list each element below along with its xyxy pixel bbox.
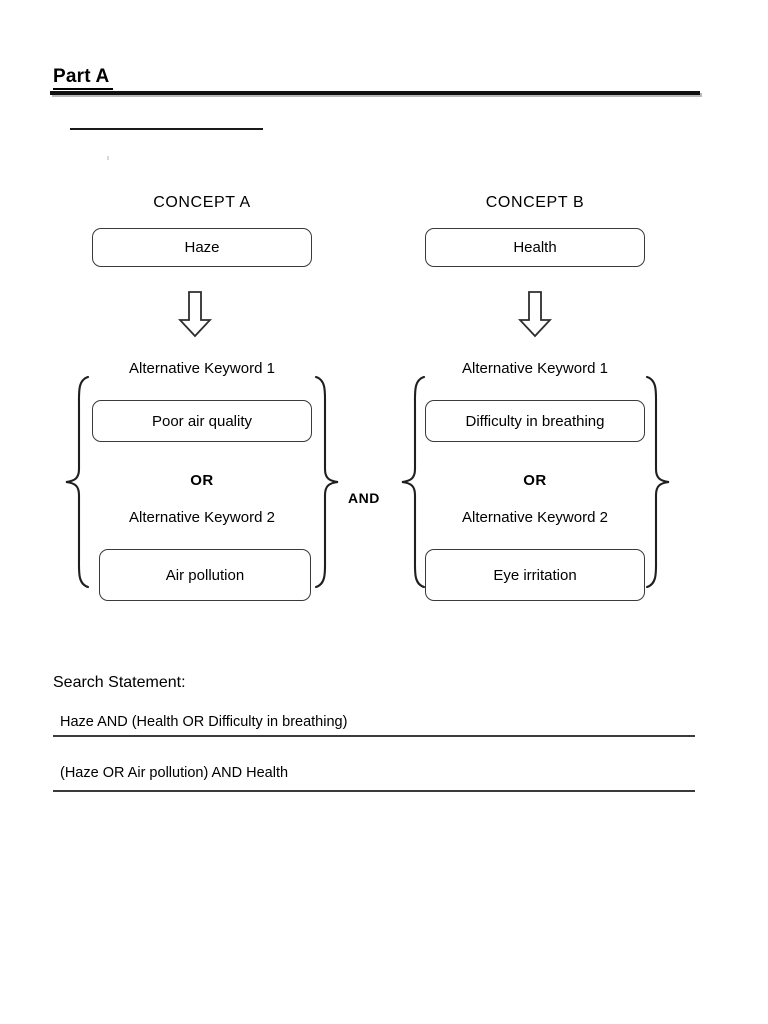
concept-a-heading: CONCEPT A (153, 194, 251, 211)
concept-a-alt-label-2: Alternative Keyword 2 (129, 509, 275, 526)
search-statement-rule-2 (53, 790, 695, 792)
search-statement-line-2: (Haze OR Air pollution) AND Health (60, 765, 289, 781)
concept-b-or-operator: OR (523, 472, 547, 489)
brace-right-concept-b (645, 375, 670, 589)
brace-right-concept-a (314, 375, 339, 589)
subtitle-blank-line (70, 128, 263, 130)
concept-a-alt-term-2-box: Air pollution (99, 549, 311, 601)
search-statement-label: Search Statement: (53, 674, 186, 691)
brace-left-concept-a (65, 375, 90, 589)
concept-a-alt-term-1-box: Poor air quality (92, 400, 312, 442)
brace-left-concept-b (401, 375, 426, 589)
header-horizontal-rule (50, 91, 700, 95)
concept-b-alt-label-1: Alternative Keyword 1 (462, 360, 608, 377)
concept-a-main-term-box: Haze (92, 228, 312, 267)
stray-mark (107, 156, 109, 160)
concept-b-alt-label-2: Alternative Keyword 2 (462, 509, 608, 526)
concept-b-main-term-box: Health (425, 228, 645, 267)
down-arrow-icon (518, 291, 552, 338)
concept-b-alt-term-2-box: Eye irritation (425, 549, 645, 601)
page-title: Part A (53, 66, 110, 87)
title-underline (53, 88, 113, 90)
concept-a-or-operator: OR (190, 472, 214, 489)
and-operator: AND (348, 490, 380, 506)
down-arrow-icon (178, 291, 212, 338)
concept-b-heading: CONCEPT B (485, 194, 585, 211)
search-statement-line-1: Haze AND (Health OR Difficulty in breath… (60, 714, 348, 730)
concept-b-alt-term-1-box: Difficulty in breathing (425, 400, 645, 442)
search-statement-rule-1 (53, 735, 695, 737)
concept-a-alt-label-1: Alternative Keyword 1 (129, 360, 275, 377)
